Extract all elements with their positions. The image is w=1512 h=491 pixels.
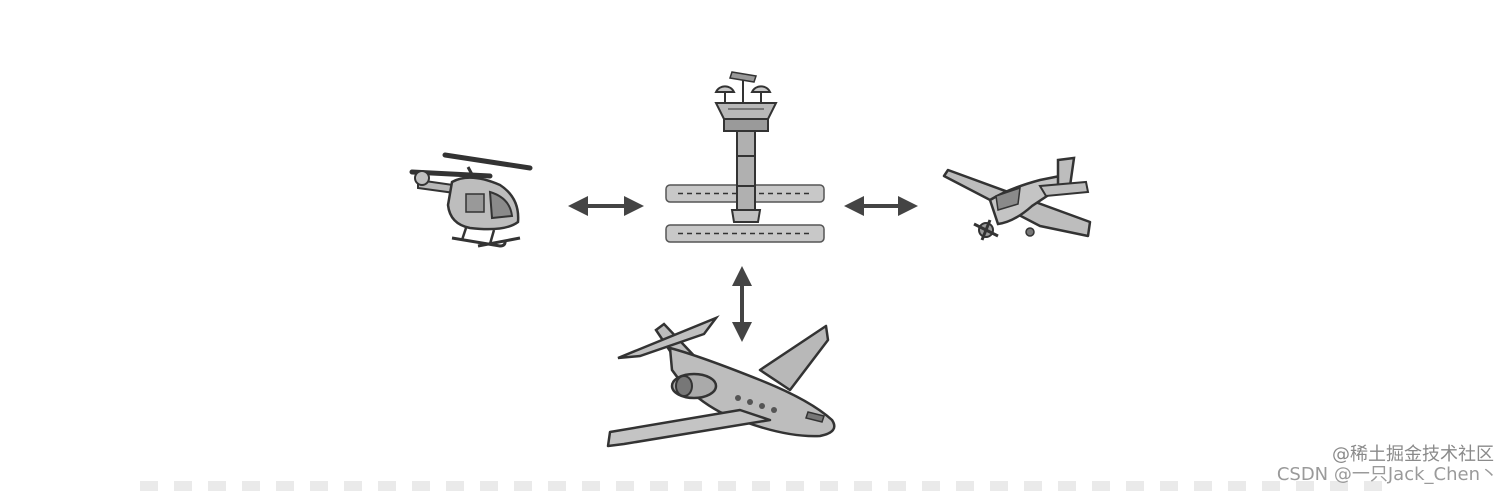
watermark-line-2: CSDN @一只Jack_Chen丶	[1276, 464, 1498, 485]
propeller-plane-icon	[942, 156, 1092, 241]
control-tower-icon	[665, 71, 825, 243]
cropped-text-strip	[140, 481, 1392, 491]
watermark-line-1: @稀土掘金技术社区	[1332, 444, 1494, 465]
jet-plane-icon	[606, 315, 836, 448]
helicopter-icon	[409, 152, 533, 248]
watermark: @稀土掘金技术社区 CSDN @一只Jack_Chen丶	[1277, 445, 1498, 485]
